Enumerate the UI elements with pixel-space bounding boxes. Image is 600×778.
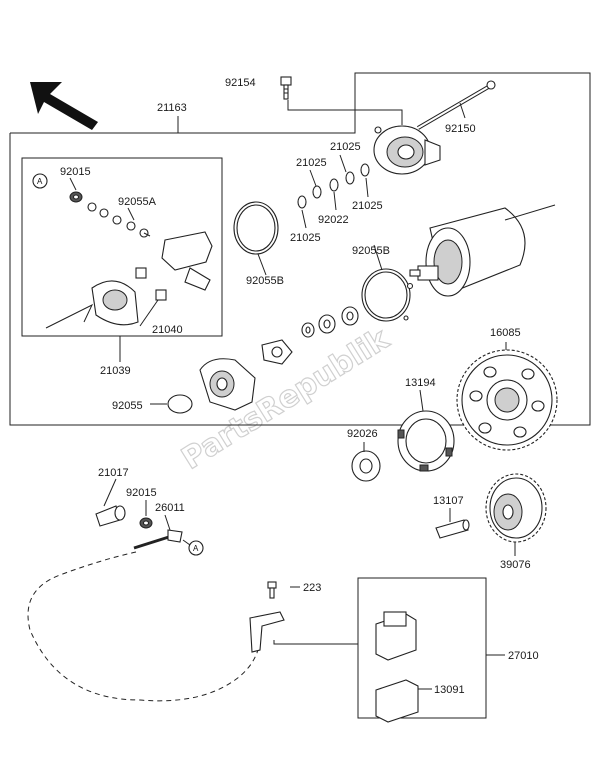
label-13107: 13107 — [433, 495, 464, 507]
assembly-21163-outline — [9, 72, 591, 426]
label-92022: 92022 — [318, 214, 349, 226]
pointer-brush — [45, 303, 94, 329]
label-92055b-left: 92055B — [246, 275, 284, 287]
label-21039: 21039 — [100, 365, 131, 377]
bolt-92154 — [280, 76, 292, 100]
gear-16085 — [456, 349, 558, 451]
shaft-13107 — [435, 519, 470, 539]
label-92055: 92055 — [112, 400, 143, 412]
label-92015-top: 92015 — [60, 166, 91, 178]
leader-bracket — [273, 640, 358, 645]
washer-stack-21025 — [297, 163, 370, 209]
label-21017: 21017 — [98, 467, 129, 479]
direction-arrow-icon — [30, 82, 98, 130]
label-223: 223 — [303, 582, 321, 594]
leader-92154 — [287, 100, 403, 125]
label-21025-d: 21025 — [290, 232, 321, 244]
leader-92150 — [459, 102, 466, 119]
label-92055a: 92055A — [118, 196, 157, 208]
label-16085: 16085 — [490, 327, 521, 339]
pointer-yoke — [504, 204, 556, 221]
callout-a-bottom-label: A — [193, 544, 199, 553]
label-21025-c: 21025 — [352, 200, 383, 212]
front-cover — [199, 358, 256, 411]
label-39076: 39076 — [500, 559, 531, 571]
label-92154: 92154 — [225, 77, 256, 89]
brush-holder-subassembly-box — [21, 157, 223, 337]
long-bolt-92150 — [416, 80, 496, 130]
label-92015-bottom: 92015 — [126, 487, 157, 499]
label-92055b-right: 92055B — [352, 245, 390, 257]
label-13194: 13194 — [405, 377, 436, 389]
motor-yoke — [409, 207, 526, 297]
brush-holder-parts — [69, 191, 213, 326]
brush-plate — [261, 339, 293, 365]
gear-39076 — [485, 473, 547, 543]
label-21025-a: 21025 — [330, 141, 361, 153]
rear-cover — [373, 125, 441, 175]
label-21163: 21163 — [157, 102, 187, 114]
terminal-parts — [95, 505, 183, 550]
relay-27010 — [375, 611, 419, 723]
leader-callout-a-bottom — [182, 539, 191, 546]
leader-lines — [69, 154, 516, 588]
callout-a-bottom — [188, 540, 204, 556]
label-13091: 13091 — [434, 684, 465, 696]
label-92026: 92026 — [347, 428, 378, 440]
clutch-13194 — [397, 410, 455, 472]
o-ring-92055b-right-inner — [364, 271, 408, 319]
callout-a-top-label: A — [37, 177, 43, 186]
bracket-223 — [249, 581, 285, 653]
washer-row — [301, 306, 359, 338]
label-92150: 92150 — [445, 123, 476, 135]
label-21040: 21040 — [152, 324, 183, 336]
label-27010: 27010 — [508, 650, 539, 662]
label-26011: 26011 — [155, 502, 185, 514]
label-21025-b: 21025 — [296, 157, 327, 169]
o-ring-92055 — [167, 394, 193, 414]
callout-a-top — [32, 173, 48, 189]
relay-box — [357, 577, 487, 719]
dashed-cable — [27, 551, 259, 702]
